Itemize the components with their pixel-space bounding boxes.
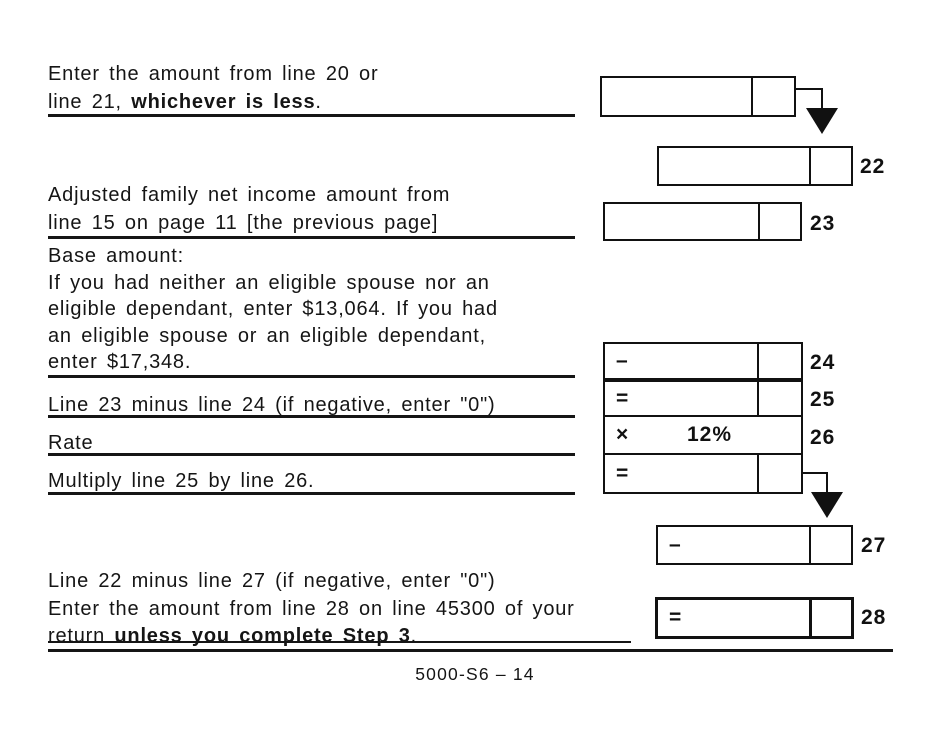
line23-cents-field[interactable] xyxy=(760,204,800,239)
line25-row[interactable]: = xyxy=(605,382,801,417)
cents-divider xyxy=(758,204,760,239)
arrow-connector xyxy=(821,88,823,110)
line-number-label-24: 24 xyxy=(810,351,836,374)
instruction-text: enter $17,348. xyxy=(48,351,192,373)
arrow-down-icon xyxy=(811,492,843,518)
arrow-connector xyxy=(803,472,828,474)
line-number-label-23: 23 xyxy=(810,212,836,235)
line28-amount-box: = xyxy=(655,597,854,639)
line27-cents-field[interactable] xyxy=(811,527,851,563)
underline-rule xyxy=(48,492,575,495)
line28-dollar-field[interactable] xyxy=(658,600,809,636)
line-number-label-26: 26 xyxy=(810,426,836,449)
cents-divider xyxy=(809,527,811,563)
double-rule-thick xyxy=(48,649,893,652)
cents-divider xyxy=(757,455,759,492)
equals-operator: = xyxy=(616,461,629,485)
line-number-label-25: 25 xyxy=(810,388,836,411)
line26-row: × 12% xyxy=(605,417,801,455)
arrow-connector xyxy=(826,472,828,493)
underline-rule xyxy=(48,114,575,117)
instruction-text: Multiply line 25 by line 26. xyxy=(48,470,315,492)
underline-rule xyxy=(48,375,575,378)
instruction-text: Rate xyxy=(48,432,94,454)
instruction-text: Enter the amount from line 28 on line 45… xyxy=(48,597,575,620)
cents-divider xyxy=(757,344,759,378)
instruction-adjusted-income: Adjusted family net income amount from l… xyxy=(48,181,450,237)
instruction-line22-minus-27: Line 22 minus line 27 (if negative, ente… xyxy=(48,568,575,651)
line27-amount-box: – xyxy=(656,525,853,565)
text-segment: . xyxy=(410,625,417,647)
text-segment: line 21, xyxy=(48,91,132,113)
instruction-text: Line 23 minus line 24 (if negative, ente… xyxy=(48,394,496,416)
carry-amount-box xyxy=(600,76,796,117)
page-number: 5000-S6 – 14 xyxy=(415,664,535,684)
line22-amount-box xyxy=(657,146,853,186)
line22-cents-field[interactable] xyxy=(811,148,851,184)
instruction-text: line 15 on page 11 [the previous page] xyxy=(48,212,439,234)
underline-rule xyxy=(48,236,575,239)
instruction-text: Base amount: xyxy=(48,245,185,267)
instruction-text: Enter the amount from line 20 or xyxy=(48,63,379,85)
instruction-text: return unless you complete Step 3. xyxy=(48,623,575,651)
instruction-line23-minus-24: Line 23 minus line 24 (if negative, ente… xyxy=(48,394,495,417)
cents-divider xyxy=(809,600,812,636)
instruction-rate: Rate xyxy=(48,432,93,455)
calculation-block: – = × 12% = xyxy=(603,342,803,494)
result-row[interactable]: = xyxy=(605,455,801,492)
cents-divider xyxy=(809,148,811,184)
multiply-operator: × xyxy=(616,423,629,446)
line-number-label-27: 27 xyxy=(861,534,887,557)
text-segment: . xyxy=(315,91,322,113)
double-rule-thin xyxy=(48,641,631,643)
instruction-text: line 21, whichever is less. xyxy=(48,88,378,116)
line28-cents-field[interactable] xyxy=(812,600,851,636)
carry-dollar-field[interactable] xyxy=(602,78,751,115)
instruction-line20-21: Enter the amount from line 20 or line 21… xyxy=(48,60,378,116)
minus-operator: – xyxy=(616,349,628,372)
minus-operator: – xyxy=(669,533,681,556)
instruction-text: Adjusted family net income amount from xyxy=(48,184,451,206)
line23-dollar-field[interactable] xyxy=(605,204,758,239)
instruction-text: eligible dependant, enter $13,064. If yo… xyxy=(48,298,498,320)
equals-operator: = xyxy=(669,606,682,629)
instruction-text: an eligible spouse or an eligible depend… xyxy=(48,324,486,347)
line22-dollar-field[interactable] xyxy=(659,148,809,184)
instruction-multiply: Multiply line 25 by line 26. xyxy=(48,470,314,493)
underline-rule xyxy=(48,415,575,418)
arrow-down-icon xyxy=(806,108,838,134)
line24-row[interactable]: – xyxy=(605,344,801,382)
text-segment: return xyxy=(48,625,115,647)
instruction-text: Line 22 minus line 27 (if negative, ente… xyxy=(48,570,496,592)
line27-dollar-field[interactable] xyxy=(658,527,809,563)
line-number-label-28: 28 xyxy=(861,606,887,629)
line-number-label-22: 22 xyxy=(860,155,886,178)
equals-operator: = xyxy=(616,386,629,410)
instruction-text: If you had neither an eligible spouse no… xyxy=(48,271,490,294)
carry-cents-field[interactable] xyxy=(753,78,794,115)
instruction-base-amount: Base amount: If you had neither an eligi… xyxy=(48,243,498,376)
cents-divider xyxy=(751,78,753,115)
rate-value: 12% xyxy=(687,423,733,446)
line23-amount-box xyxy=(603,202,802,241)
arrow-connector xyxy=(796,88,823,90)
text-segment-bold: unless you complete Step 3 xyxy=(114,625,411,647)
text-segment-bold: whichever is less xyxy=(131,91,316,113)
underline-rule xyxy=(48,453,575,456)
cents-divider xyxy=(757,382,759,415)
